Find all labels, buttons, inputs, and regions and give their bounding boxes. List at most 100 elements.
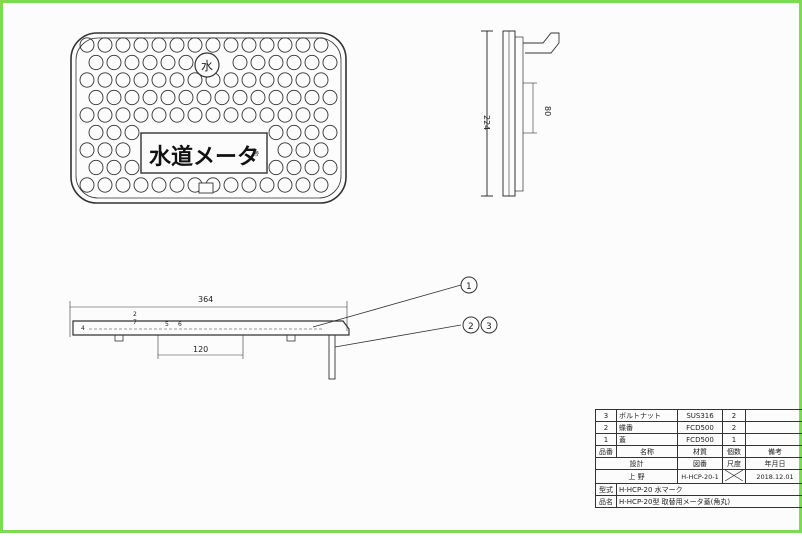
honeycomb-cell <box>287 125 301 139</box>
honeycomb-cell <box>161 90 175 104</box>
honeycomb-cell <box>224 108 238 122</box>
honeycomb-cell <box>278 178 292 192</box>
honeycomb-cell <box>242 73 256 87</box>
honeycomb-cell <box>224 178 238 192</box>
model-value: H-HCP-20 水マーク <box>617 484 802 496</box>
cover-section-view <box>70 277 497 379</box>
dim-4-label: 4 <box>81 325 85 332</box>
values-row: 上 野 H-HCP-20-1 2018.12.01 <box>596 470 802 484</box>
honeycomb-cell <box>314 108 328 122</box>
honeycomb-cell <box>314 143 328 157</box>
honeycomb-cell <box>305 125 319 139</box>
header-qty: 個数 <box>723 446 746 458</box>
parts-row: 1 蓋 FCD500 1 <box>596 434 802 446</box>
part-name: 蝶番 <box>617 422 678 434</box>
honeycomb-cell <box>107 125 121 139</box>
scale-label: 尺度 <box>723 458 746 470</box>
honeycomb-cell <box>116 73 130 87</box>
lift-notch <box>199 183 213 193</box>
product-row: 品名 H-HCP-20型 取替用メータ蓋(角丸) <box>596 496 802 508</box>
honeycomb-cell <box>125 125 139 139</box>
honeycomb-cell <box>242 178 256 192</box>
honeycomb-cell <box>98 143 112 157</box>
honeycomb-cell <box>125 55 139 69</box>
honeycomb-cell <box>152 108 166 122</box>
honeycomb-cell <box>323 90 337 104</box>
part-qty: 1 <box>723 434 746 446</box>
honeycomb-cell <box>278 143 292 157</box>
part-name: 蓋 <box>617 434 678 446</box>
drawing-no-value: H-HCP-20-1 <box>678 470 723 484</box>
honeycomb-cell <box>278 38 292 52</box>
honeycomb-cell <box>98 73 112 87</box>
part-no: 1 <box>596 434 617 446</box>
honeycomb-cell <box>206 38 220 52</box>
honeycomb-cell <box>152 73 166 87</box>
dim-side-80-label: 80 <box>543 106 552 116</box>
honeycomb-cell <box>143 55 157 69</box>
honeycomb-cell <box>116 38 130 52</box>
honeycomb-cell <box>170 108 184 122</box>
honeycomb-cell <box>188 108 202 122</box>
scale-cross-icon <box>725 470 743 481</box>
honeycomb-cell <box>197 90 211 104</box>
part-remarks <box>746 410 802 422</box>
honeycomb-cell <box>233 90 247 104</box>
dim-width-label: 364 <box>198 295 213 304</box>
title-block: 3 ボルトナット SUS316 2 2 蝶番 FCD500 2 1 蓋 FCD5… <box>595 409 802 508</box>
honeycomb-cell <box>269 160 283 174</box>
honeycomb-cell <box>89 160 103 174</box>
product-value: H-HCP-20型 取替用メータ蓋(角丸) <box>617 496 802 508</box>
scale-value <box>723 470 746 484</box>
honeycomb-cell <box>179 90 193 104</box>
honeycomb-cell <box>296 108 310 122</box>
honeycomb-cell <box>179 55 193 69</box>
honeycomb-cell <box>116 108 130 122</box>
honeycomb-cell <box>98 108 112 122</box>
honeycomb-cell <box>314 178 328 192</box>
honeycomb-cell <box>188 38 202 52</box>
part-name: ボルトナット <box>617 410 678 422</box>
drawing-no-label: 図番 <box>678 458 723 470</box>
honeycomb-cell <box>251 55 265 69</box>
honeycomb-cell <box>242 38 256 52</box>
dim-6-label: 6 <box>178 321 182 328</box>
callout-2-label: 2 <box>468 322 474 332</box>
honeycomb-cell <box>269 90 283 104</box>
date-label: 年月日 <box>746 458 802 470</box>
honeycomb-cell <box>251 90 265 104</box>
honeycomb-cell <box>323 125 337 139</box>
honeycomb-cell <box>98 38 112 52</box>
honeycomb-cell <box>80 178 94 192</box>
header-no: 品番 <box>596 446 617 458</box>
honeycomb-cell <box>269 55 283 69</box>
honeycomb-cell <box>170 73 184 87</box>
honeycomb-cell <box>296 178 310 192</box>
honeycomb-cell <box>116 178 130 192</box>
honeycomb-cell <box>80 108 94 122</box>
date-value: 2018.12.01 <box>746 470 802 484</box>
honeycomb-cell <box>323 160 337 174</box>
honeycomb-cell <box>296 38 310 52</box>
dim-2-label: 2 <box>133 311 137 318</box>
part-material: FCD500 <box>678 422 723 434</box>
callout-3-label: 3 <box>486 322 492 332</box>
dim-120-label: 120 <box>193 345 208 354</box>
honeycomb-cell <box>278 108 292 122</box>
honeycomb-cell <box>296 73 310 87</box>
honeycomb-cell <box>287 160 301 174</box>
model-row: 型式 H-HCP-20 水マーク <box>596 484 802 496</box>
honeycomb-cell <box>242 108 256 122</box>
honeycomb-cell <box>80 143 94 157</box>
design-label: 設計 <box>596 458 678 470</box>
honeycomb-cell <box>206 108 220 122</box>
part-no: 2 <box>596 422 617 434</box>
honeycomb-cell <box>107 55 121 69</box>
honeycomb-cell <box>134 108 148 122</box>
honeycomb-cell <box>143 90 157 104</box>
part-material: SUS316 <box>678 410 723 422</box>
honeycomb-cell <box>107 90 121 104</box>
designer-value: 上 野 <box>596 470 678 484</box>
honeycomb-cell <box>305 160 319 174</box>
